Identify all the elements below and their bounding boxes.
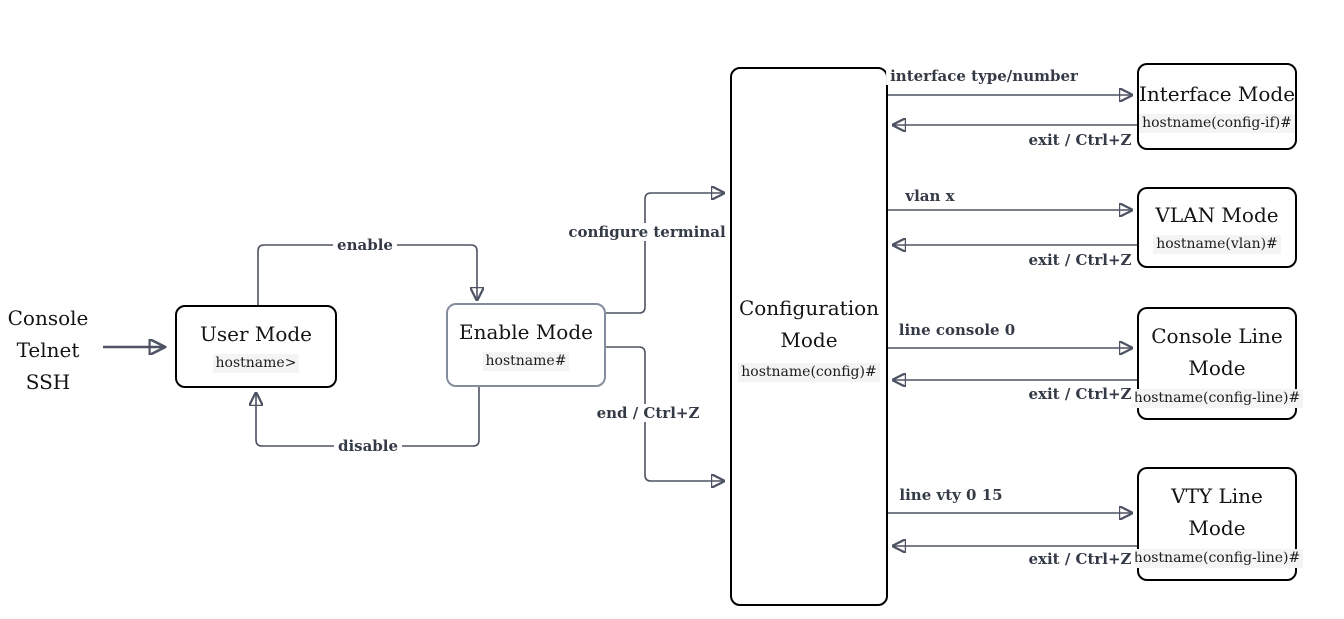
edge-label-console-line-exit: exit / Ctrl+Z	[1024, 385, 1136, 403]
edge-label-enable: enable	[333, 236, 397, 254]
user-mode-title: User Mode	[199, 321, 313, 346]
access-method-telnet: Telnet	[16, 338, 80, 362]
node-console-line-mode: Console Line Mode hostname(config-line)#	[1130, 307, 1304, 420]
vty-line-mode-title: VTY Line Mode	[1171, 480, 1263, 544]
configuration-mode-title: Configuration Mode	[739, 292, 879, 356]
node-interface-mode: Interface Mode hostname(config-if)#	[1137, 63, 1297, 150]
edge-label-interface: interface type/number	[886, 67, 1082, 85]
enable-mode-prompt: hostname#	[482, 352, 570, 371]
access-method-ssh: SSH	[25, 370, 71, 394]
user-mode-prompt: hostname>	[212, 353, 300, 373]
interface-mode-prompt: hostname(config-if)#	[1139, 113, 1295, 133]
console-line-mode-prompt: hostname(config-line)#	[1130, 388, 1304, 408]
edge-label-vlan: vlan x	[901, 187, 959, 205]
vty-line-mode-prompt: hostname(config-line)#	[1130, 549, 1304, 568]
console-line-mode-title: Console Line Mode	[1151, 320, 1283, 384]
node-user-mode: User Mode hostname>	[175, 305, 337, 388]
vty-line-mode-title-line2: Mode	[1188, 516, 1246, 540]
node-vty-line-mode: VTY Line Mode hostname(config-line)#	[1130, 467, 1304, 581]
access-method-console: Console	[7, 306, 89, 330]
edge-label-disable: disable	[333, 437, 403, 455]
edge-enable	[257, 244, 477, 305]
vty-line-mode-title-line1: VTY Line	[1171, 484, 1263, 508]
edge-label-end-ctrlz: end / Ctrl+Z	[592, 404, 704, 422]
console-line-mode-title-line2: Mode	[1188, 355, 1246, 380]
edge-label-vty-line-exit: exit / Ctrl+Z	[1024, 550, 1136, 568]
vlan-mode-prompt: hostname(vlan)#	[1153, 234, 1281, 254]
node-configuration-mode: Configuration Mode hostname(config)#	[730, 67, 888, 606]
interface-mode-title: Interface Mode	[1138, 81, 1296, 106]
edge-configure-terminal	[606, 193, 723, 314]
node-enable-mode: Enable Mode hostname#	[446, 303, 606, 387]
configuration-mode-title-line2: Mode	[780, 327, 838, 352]
edge-label-console-line: line console 0	[894, 321, 1020, 339]
access-methods: Console Telnet SSH	[4, 302, 92, 398]
vlan-mode-title: VLAN Mode	[1155, 202, 1279, 227]
edge-label-interface-exit: exit / Ctrl+Z	[1024, 131, 1136, 149]
enable-mode-title: Enable Mode	[459, 320, 593, 344]
edge-label-configure-terminal: configure terminal	[564, 223, 730, 241]
edge-label-vlan-exit: exit / Ctrl+Z	[1024, 251, 1136, 269]
configuration-mode-title-line1: Configuration	[738, 295, 880, 320]
console-line-mode-title-line1: Console Line	[1151, 323, 1283, 348]
configuration-mode-prompt: hostname(config)#	[738, 362, 880, 382]
edge-label-vty-line: line vty 0 15	[895, 486, 1007, 504]
node-vlan-mode: VLAN Mode hostname(vlan)#	[1137, 187, 1297, 268]
